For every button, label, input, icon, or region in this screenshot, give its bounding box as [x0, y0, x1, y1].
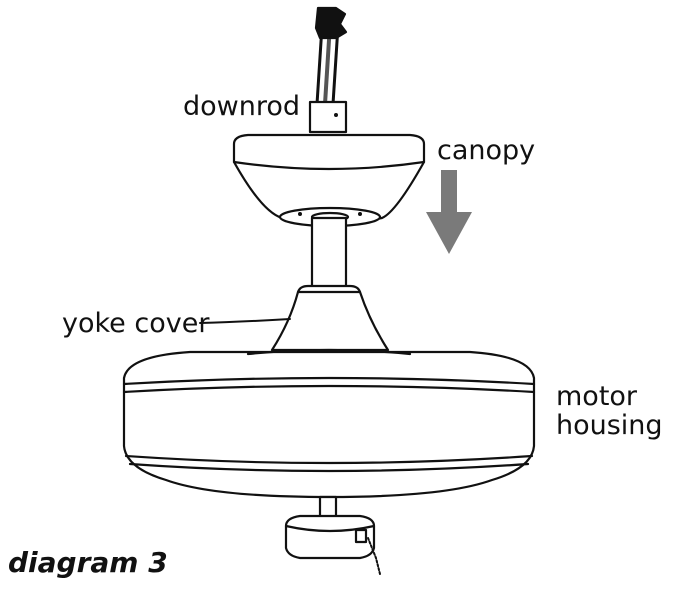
- wire-connector: [314, 6, 348, 40]
- yoke-cover: [270, 284, 390, 352]
- label-yoke-cover: yoke cover: [62, 308, 210, 339]
- canopy: [232, 133, 426, 228]
- down-arrow-icon: [426, 170, 472, 254]
- yoke-cover-leader: [199, 318, 291, 324]
- rod: [310, 216, 348, 294]
- switch-housing: [284, 495, 381, 575]
- label-downrod: downrod: [183, 91, 301, 122]
- label-motor-line2: housing: [556, 410, 663, 441]
- pull-chain: [367, 537, 381, 575]
- diagram-caption: diagram 3: [8, 546, 168, 579]
- label-canopy: canopy: [437, 135, 536, 166]
- downrod: [308, 100, 348, 134]
- wires: [314, 6, 348, 106]
- motor-housing: [122, 348, 536, 499]
- label-motor-housing: motor housing: [556, 382, 663, 440]
- label-motor-line1: motor: [556, 381, 638, 412]
